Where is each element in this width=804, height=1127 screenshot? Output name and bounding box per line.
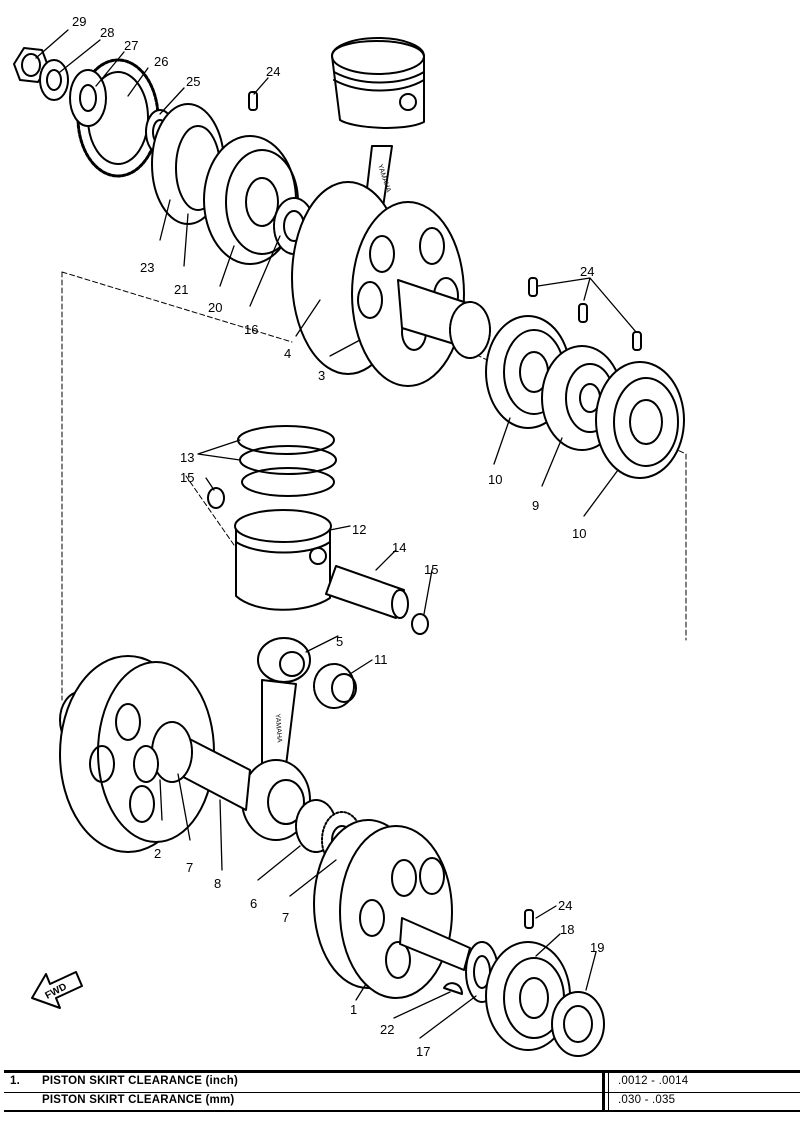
label-6: 6	[250, 896, 257, 911]
assembly-dash-outline	[61, 271, 687, 701]
part-15-clip-right	[411, 613, 429, 635]
label-13: 13	[180, 450, 194, 465]
spec-table: 1. PISTON SKIRT CLEARANCE (inch) .0012 -…	[4, 1070, 800, 1112]
part-15-clip-left	[207, 487, 225, 509]
part-13-piston-rings	[237, 425, 337, 497]
spec-value-inch: .0012 - .0014	[618, 1075, 689, 1087]
label-2: 2	[154, 846, 161, 861]
label-10-right: 10	[572, 526, 586, 541]
label-7-right: 7	[282, 910, 289, 925]
label-23: 23	[140, 260, 154, 275]
spec-row-mm: PISTON SKIRT CLEARANCE (mm) .030 - .035	[4, 1092, 800, 1111]
label-27: 27	[124, 38, 138, 53]
spec-row-inch: 1. PISTON SKIRT CLEARANCE (inch) .0012 -…	[4, 1073, 800, 1093]
part-27-primary-gear	[69, 58, 160, 178]
label-29: 29	[72, 14, 86, 29]
part-24-dowel-pins-right	[528, 277, 642, 351]
label-26: 26	[154, 54, 168, 69]
label-4: 4	[284, 346, 291, 361]
part-12-piston	[234, 509, 332, 611]
label-20: 20	[208, 300, 222, 315]
part-2-crank-wheel-left	[59, 655, 251, 853]
crankshaft-exploded-diagram: 29 28 27 26 25 24 23 21 20 16 4 3 24 10 …	[13, 14, 687, 1059]
label-24-right: 24	[580, 264, 594, 279]
label-28: 28	[100, 25, 114, 40]
spec-value-mm: .030 - .035	[618, 1094, 676, 1106]
part-24-dowel-pin-lower	[524, 909, 534, 929]
part-19-oil-seal	[551, 991, 605, 1057]
spec-divider-thin	[608, 1073, 609, 1110]
label-9: 9	[532, 498, 539, 513]
label-11: 11	[374, 652, 388, 667]
part-10-bearing-right	[595, 361, 685, 479]
label-3: 3	[318, 368, 325, 383]
label-24-top: 24	[266, 64, 280, 79]
label-15-left: 15	[180, 470, 194, 485]
label-18: 18	[560, 922, 574, 937]
label-21: 21	[174, 282, 188, 297]
leader-lines	[35, 29, 637, 1039]
spec-row-number: 1.	[10, 1075, 20, 1087]
label-17: 17	[416, 1044, 430, 1059]
label-15-right: 15	[424, 562, 438, 577]
spec-divider	[602, 1073, 605, 1110]
part-22-woodruff-key	[443, 982, 463, 995]
label-7-left: 7	[186, 860, 193, 875]
part-1-crank-wheel-right	[313, 819, 471, 999]
part-29-nut	[13, 47, 49, 83]
part-5-connecting-rod	[241, 637, 311, 841]
label-22: 22	[380, 1022, 394, 1037]
label-8: 8	[214, 876, 221, 891]
fwd-arrow-icon	[31, 971, 83, 1009]
label-5: 5	[336, 634, 343, 649]
part-14-piston-pin	[325, 565, 409, 619]
label-10-left: 10	[488, 472, 502, 487]
label-19: 19	[590, 940, 604, 955]
spec-description-mm: PISTON SKIRT CLEARANCE (mm)	[42, 1094, 235, 1106]
label-25: 25	[186, 74, 200, 89]
part-28-washer	[39, 59, 69, 101]
part-24-dowel-pin	[248, 91, 258, 111]
label-12: 12	[352, 522, 366, 537]
part-11-needle-bearing	[313, 663, 357, 709]
label-24-lower: 24	[558, 898, 572, 913]
label-16: 16	[244, 322, 258, 337]
label-1: 1	[350, 1002, 357, 1017]
label-14: 14	[392, 540, 406, 555]
part-3-crank-wheel	[291, 181, 491, 387]
spec-description-inch: PISTON SKIRT CLEARANCE (inch)	[42, 1075, 238, 1087]
rod-marking-lower: YAMAHA	[274, 713, 283, 743]
